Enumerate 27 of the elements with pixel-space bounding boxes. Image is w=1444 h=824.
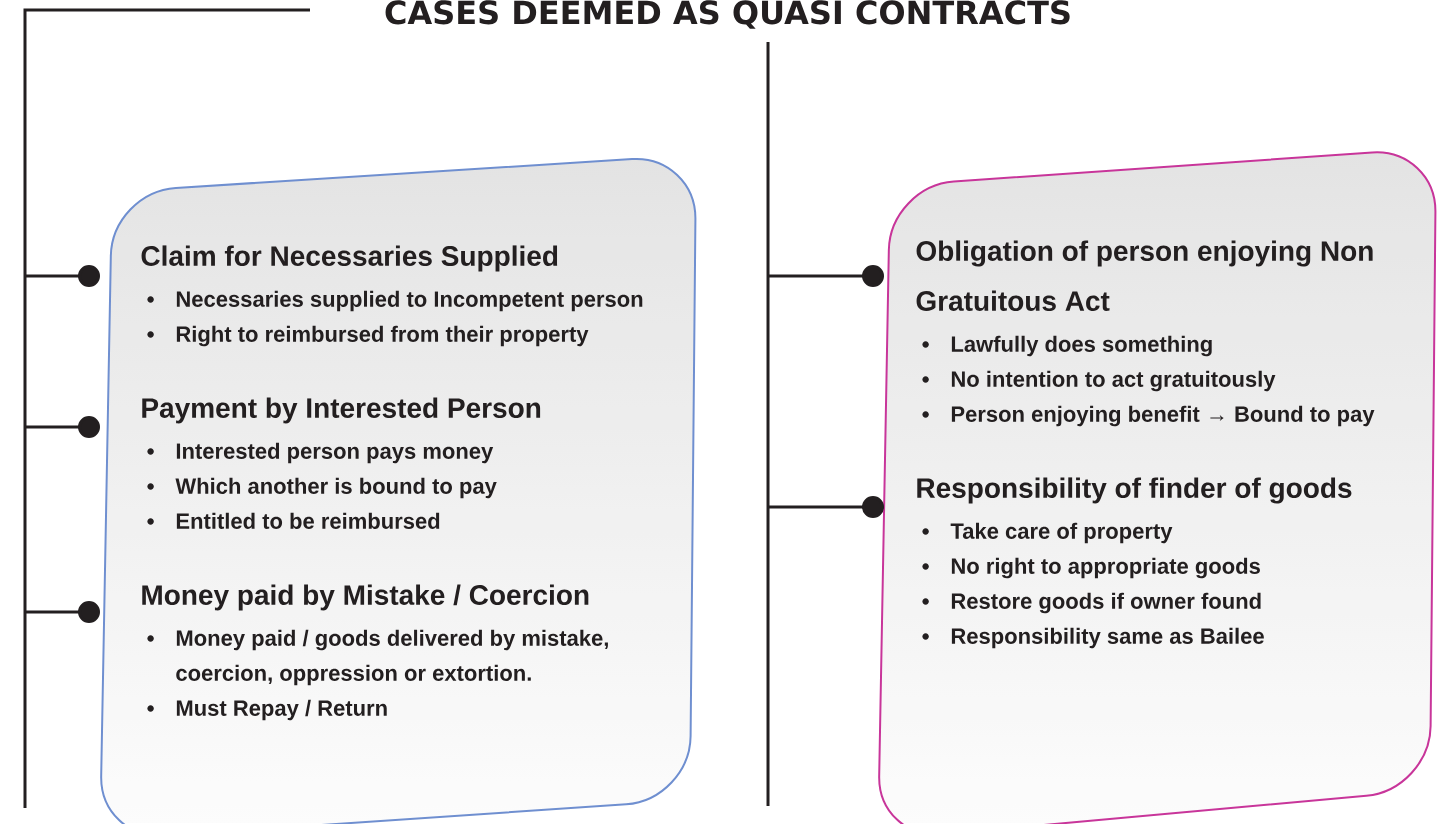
connector-line <box>25 265 100 287</box>
title: CASES DEEMED AS QUASI CONTRACTS <box>385 0 1070 29</box>
connector-line <box>768 496 884 518</box>
section-heading: Payment by Interested Person <box>142 397 541 424</box>
bullet-item: Lawfully does something <box>922 335 1212 357</box>
bullet-item: Person enjoying benefit → Bound to pay <box>922 405 1375 427</box>
bullet-item: Which another is bound to pay <box>147 477 497 499</box>
bullet-item: Right to reimbursed from their property <box>147 325 589 347</box>
section-heading: Claim for Necessaries Supplied <box>141 245 558 272</box>
card <box>878 151 1437 824</box>
section-heading: Money paid by Mistake / Coercion <box>142 584 589 611</box>
bullet-item: Entitled to be reimbursed <box>147 512 440 529</box>
bullet-item: Must Repay / Return <box>147 699 387 721</box>
bullet-item: No right to appropriate goods <box>922 557 1260 579</box>
bullet-item: Interested person pays money <box>147 442 494 464</box>
bullet-item: No intention to act gratuitously <box>922 370 1276 392</box>
card <box>100 158 697 824</box>
bullet-item: Money paid / goods delivered by mistake, coercion, oppression or extortion. <box>147 629 608 686</box>
bullet-item: Necessaries supplied to Incompetent person <box>147 290 643 312</box>
bullet-item: Responsibility same as Bailee <box>922 627 1264 649</box>
bullet-item: Take care of property <box>922 522 1173 544</box>
connector-line <box>25 601 100 623</box>
connector-line <box>768 265 884 287</box>
connector-line <box>25 416 100 438</box>
section-heading: Responsibility of finder of goods <box>917 477 1352 504</box>
bullet-item: Restore goods if owner found <box>922 592 1261 614</box>
section-heading: Obligation of person enjoying Non Gratuitous Act <box>916 240 1373 311</box>
